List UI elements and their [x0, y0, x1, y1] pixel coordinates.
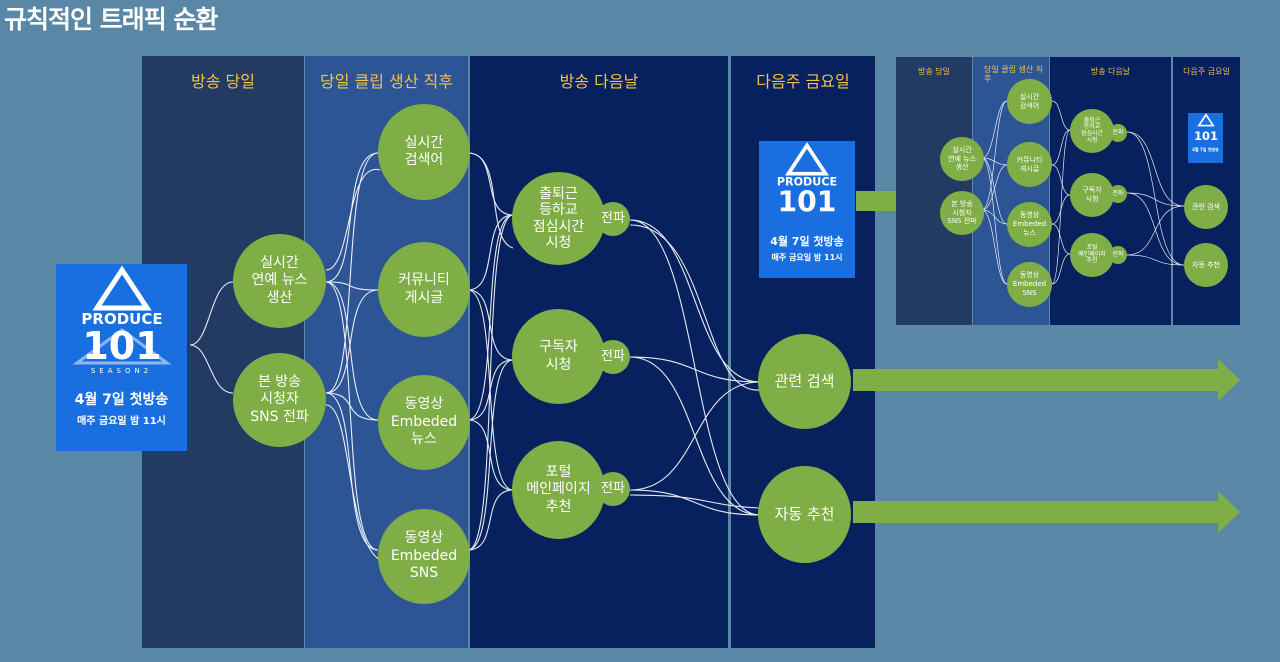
- node-realtime-search: 실시간 검색어: [378, 104, 470, 200]
- poster-number: 101: [1194, 129, 1218, 143]
- node-commute: 출퇴근 등하교 점심시간 시청: [512, 172, 605, 265]
- node-community: 커뮤니티 게시글: [378, 242, 470, 337]
- mini-node-embed-news: 동영상 Embeded 뉴스: [1007, 202, 1052, 247]
- mini-node-embed-sns: 동영상 Embeded SNS: [1007, 262, 1052, 307]
- node-portal: 포털 메인페이지 추천: [512, 441, 605, 539]
- poster-date: 4월 7일 첫방송: [770, 235, 844, 248]
- poster-schedule: 매주 금요일 밤 11시: [771, 253, 843, 262]
- node-subscriber-spread: 전파: [596, 340, 630, 374]
- produce101-logo-icon: PRODUCE 101: [71, 265, 172, 368]
- produce101-logo-icon: 101: [1194, 113, 1218, 143]
- mini-header-next-friday: 다음주 금요일: [1183, 67, 1230, 76]
- mini-node-commute: 출퇴근 등하교 점심시간 시청: [1070, 109, 1114, 153]
- mini-node-viewer-sns: 본 방송 시청자 SNS 전파: [940, 191, 984, 235]
- mini-produce101-poster: 101 4월 7일 첫방송: [1188, 113, 1223, 163]
- node-auto-recommend: 자동 추천: [758, 466, 851, 563]
- node-portal-spread: 전파: [596, 472, 630, 506]
- node-subscriber: 구독자 시청: [512, 309, 605, 404]
- page-title: 규칙적인 트래픽 순환: [4, 5, 218, 34]
- mini-node-portal-spread: 전파: [1109, 246, 1127, 264]
- mini-node-related-search: 관련 검색: [1184, 185, 1228, 229]
- node-viewer-sns: 본 방송 시청자 SNS 전파: [233, 353, 326, 447]
- mini-node-commute-spread: 전파: [1109, 124, 1127, 142]
- node-realtime-news: 실시간 연예 뉴스 생산: [233, 234, 326, 328]
- mini-node-portal: 포털 메인페이지 추천: [1070, 233, 1114, 277]
- poster-brand: PRODUCE: [777, 176, 837, 189]
- column-header-broadcast-day: 방송 당일: [191, 72, 255, 91]
- produce101-poster: PRODUCE 101 SEASON2 4월 7일 첫방송 매주 금요일 밤 1…: [56, 264, 187, 451]
- mini-node-realtime-news: 실시간 연예 뉴스 생산: [940, 137, 984, 181]
- node-commute-spread: 전파: [596, 202, 630, 236]
- node-embed-news: 동영상 Embeded 뉴스: [378, 375, 470, 470]
- mini-node-realtime-search: 실시간 검색어: [1007, 79, 1052, 124]
- poster-schedule: 매주 금요일 밤 11시: [77, 416, 166, 427]
- mini-node-community: 커뮤니티 게시글: [1007, 142, 1052, 187]
- produce101-poster-next-friday: PRODUCE 101 4월 7일 첫방송 매주 금요일 밤 11시: [759, 141, 855, 278]
- poster-date: 4월 7일 첫방송: [1192, 147, 1219, 152]
- poster-number: 101: [778, 186, 837, 219]
- mini-node-subscriber-spread: 전파: [1109, 185, 1127, 203]
- produce101-logo-icon: PRODUCE 101: [777, 142, 837, 219]
- mini-header-next-day: 방송 다음날: [1090, 67, 1131, 76]
- mini-node-auto-recommend: 자동 추천: [1184, 243, 1228, 287]
- poster-season: SEASON2: [90, 367, 153, 375]
- poster-date: 4월 7일 첫방송: [74, 392, 169, 408]
- column-header-next-friday: 다음주 금요일: [756, 72, 850, 91]
- mini-header-after-clips: 당일 클립 생산 직후: [984, 65, 1044, 83]
- column-header-next-day: 방송 다음날: [559, 72, 639, 91]
- node-embed-sns: 동영상 Embeded SNS: [378, 509, 470, 604]
- node-related-search: 관련 검색: [758, 334, 851, 429]
- poster-brand: PRODUCE: [81, 310, 162, 328]
- column-header-after-clips: 당일 클립 생산 직후: [319, 72, 454, 91]
- mini-header-broadcast-day: 방송 당일: [918, 67, 950, 76]
- mini-node-subscriber: 구독자 시청: [1070, 173, 1114, 217]
